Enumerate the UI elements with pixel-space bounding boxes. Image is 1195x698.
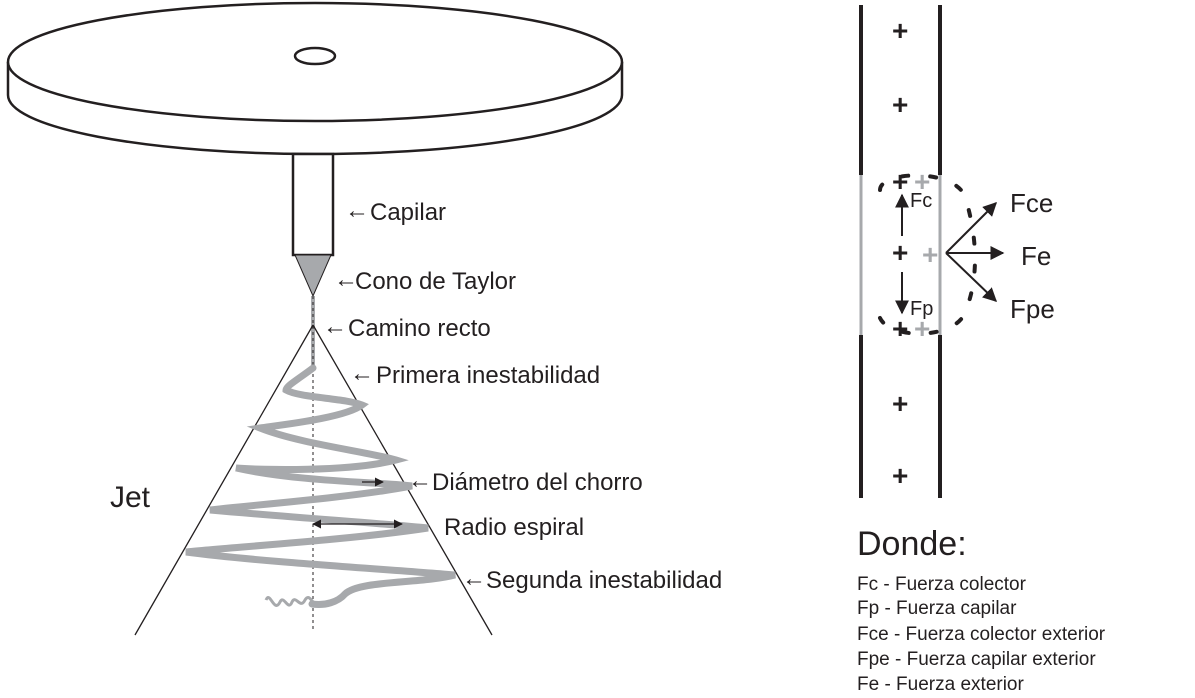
charge-plus-3: + (892, 166, 908, 197)
collector-disk (6, 1, 624, 156)
label-jet: Jet (110, 481, 151, 514)
legend-item: Fpe - Fuerza capilar exterior (857, 649, 1096, 670)
label-fce: Fce (1010, 188, 1053, 218)
legend-title: Donde: (857, 525, 967, 563)
charge-plus-4: + (892, 237, 908, 268)
label-camino-recto: Camino recto (348, 315, 491, 342)
charge-plus-7: + (892, 460, 908, 491)
fpe-arrow (945, 252, 998, 302)
gray-charge-plus-1: + (914, 166, 930, 197)
legend-item: Fc - Fuerza colector (857, 574, 1027, 595)
capillary (291, 152, 335, 257)
capilar-arrow: ← (345, 197, 369, 224)
charge-plus-5: + (892, 313, 908, 344)
legend-item: Fe - Fuerza exterior (857, 674, 1024, 695)
gray-charge-plus-3: + (914, 313, 930, 344)
charge-plus-2: + (892, 89, 908, 120)
charge-plus-1: + (892, 15, 908, 46)
segunda-arrow: ← (462, 565, 486, 592)
jet-segment (859, 5, 942, 498)
label-fe: Fe (1021, 241, 1051, 271)
label-segunda-inestabilidad: Segunda inestabilidad (486, 567, 722, 594)
legend-item: Fp - Fuerza capilar (857, 598, 1017, 619)
label-diametro-del-chorro: Diámetro del chorro (432, 469, 643, 496)
taylor-cone (294, 254, 332, 298)
charge-plus-6: + (892, 388, 908, 419)
label-radio-espiral: Radio espiral (444, 514, 584, 541)
label-primera-inestabilidad: Primera inestabilidad (376, 362, 600, 389)
label-fpe: Fpe (1010, 294, 1055, 324)
label-fc: Fc (910, 190, 932, 212)
disk-hole (293, 46, 337, 66)
primera-arrow: ← (350, 360, 374, 387)
gray-charge-plus-2: + (922, 239, 938, 270)
camino-arrow: ← (323, 313, 347, 340)
label-capilar: Capilar (370, 199, 446, 226)
label-cono-de-taylor: Cono de Taylor (355, 268, 516, 295)
spiral-jet (185, 364, 456, 608)
envelope-cone (134, 324, 493, 636)
label-fp: Fp (910, 298, 933, 320)
legend-item: Fce - Fuerza colector exterior (857, 624, 1106, 645)
fce-arrow (945, 202, 997, 254)
cono-arrow: ← (334, 266, 358, 293)
jet-segment-bulge (859, 175, 942, 335)
whipping-jet (264, 596, 319, 607)
diametro-arrow: ← (408, 467, 432, 494)
